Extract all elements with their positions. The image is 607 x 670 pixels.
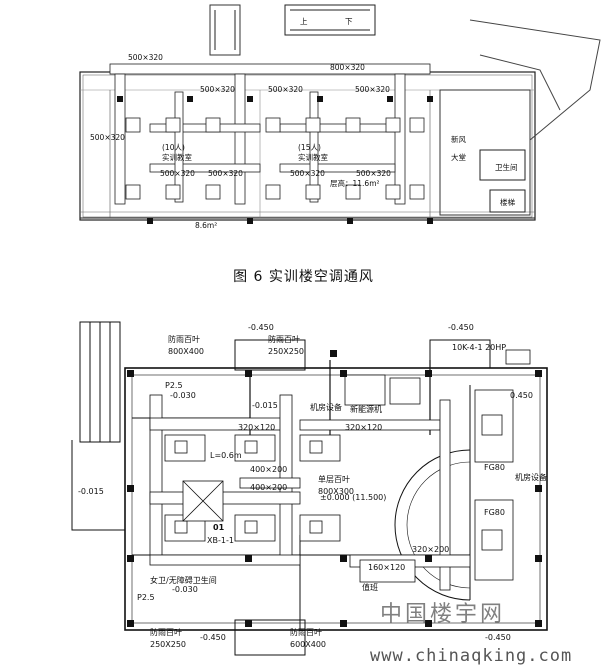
room-label: 值班 [362, 582, 378, 592]
level-mark: 0.450 [510, 391, 533, 400]
duct-size: 500×320 [90, 133, 125, 142]
equipment-tag: FG80 [484, 508, 505, 517]
airflow-label: L=0.6m [210, 451, 242, 460]
room-label: 实训教室 [298, 152, 328, 162]
equipment-tag: FG80 [484, 463, 505, 472]
level-mark: -0.015 [252, 401, 278, 410]
ductwork [149, 394, 471, 591]
louver-label: 防雨百叶 [168, 334, 200, 344]
louver-label: 防雨百叶 [290, 627, 322, 637]
louver-label: 800X300 [318, 487, 354, 496]
watermark-en: www.chinaqking.com [370, 646, 573, 666]
level-mark: -0.450 [448, 323, 474, 332]
level-mark: -0.450 [485, 633, 511, 642]
figure-caption: 图 6 实训楼空调通风 [233, 269, 374, 285]
equipment-label: 楼梯 [500, 197, 515, 207]
duct-size: 400×200 [250, 483, 287, 492]
equipment-label: 8.6m² [195, 221, 217, 230]
pressure-label: P2.5 [165, 381, 183, 390]
watermark-cn: 中国楼宇网 [380, 602, 506, 627]
level-mark: ±0.000 (11.500) [320, 493, 386, 502]
room-label: (15人) [298, 143, 321, 152]
equipment-label: 大堂 [451, 152, 466, 162]
room-label: 机房设备 [310, 402, 342, 412]
duct-size: 320×200 [412, 545, 449, 554]
structural-columns [127, 350, 542, 627]
unit-tag: 01 [213, 523, 225, 532]
building-outline [79, 4, 601, 221]
structural-columns [117, 96, 433, 224]
fan-coil-units [125, 117, 425, 200]
duct-size: 320×120 [345, 423, 382, 432]
duct-size: 320×120 [238, 423, 275, 432]
duct-size: 500×320 [208, 169, 243, 178]
room-label: 机房设备 [515, 472, 547, 482]
bottom-floor-plan: -0.450 -0.450 -0.015 -0.015 0.450 ±0.000… [71, 321, 548, 656]
level-mark: -0.450 [248, 323, 274, 332]
louver-label: 防雨百叶 [268, 334, 300, 344]
stair-down-label: 下 [345, 17, 353, 26]
room-label: 新能源机 [350, 404, 382, 414]
louver-label: 单层百叶 [318, 474, 350, 484]
louver-label: 防雨百叶 [150, 627, 182, 637]
pressure-label: P2.5 [137, 593, 155, 602]
louver-label: 250X250 [150, 640, 186, 649]
louver-label: 250X250 [268, 347, 304, 356]
duct-size: 500×320 [160, 169, 195, 178]
duct-size: 400×200 [250, 465, 287, 474]
room-label: 女卫/无障碍卫生间 [150, 575, 217, 585]
stair-up-label: 上 [300, 17, 308, 26]
equipment-label: 卫生间 [495, 162, 518, 172]
duct-runs [109, 63, 431, 205]
ac-units [164, 349, 531, 583]
duct-size: 160×120 [368, 563, 405, 572]
top-floor-plan: 800×320 500×320 500×320 500×320 500×320 … [79, 4, 601, 230]
level-mark: -0.030 [170, 391, 196, 400]
duct-size: 500×320 [128, 53, 163, 62]
room-label: 实训教室 [162, 152, 192, 162]
equipment-tag: 10K-4-1 20HP [452, 343, 506, 352]
duct-size: 500×320 [200, 85, 235, 94]
room-label: (10人) [162, 143, 185, 152]
equipment-label: 新风 [451, 134, 466, 144]
level-mark: -0.030 [172, 585, 198, 594]
unit-tag: XB-1-1 [207, 536, 234, 545]
duct-size: 500×320 [356, 169, 391, 178]
duct-size: 500×320 [355, 85, 390, 94]
level-mark: -0.015 [78, 487, 104, 496]
louver-label: 600X400 [290, 640, 326, 649]
level-mark: -0.450 [200, 633, 226, 642]
room-label: 层高：11.6m² [330, 178, 380, 188]
duct-size: 800×320 [330, 63, 365, 72]
duct-size: 500×320 [290, 169, 325, 178]
duct-size: 500×320 [268, 85, 303, 94]
louver-label: 800X400 [168, 347, 204, 356]
